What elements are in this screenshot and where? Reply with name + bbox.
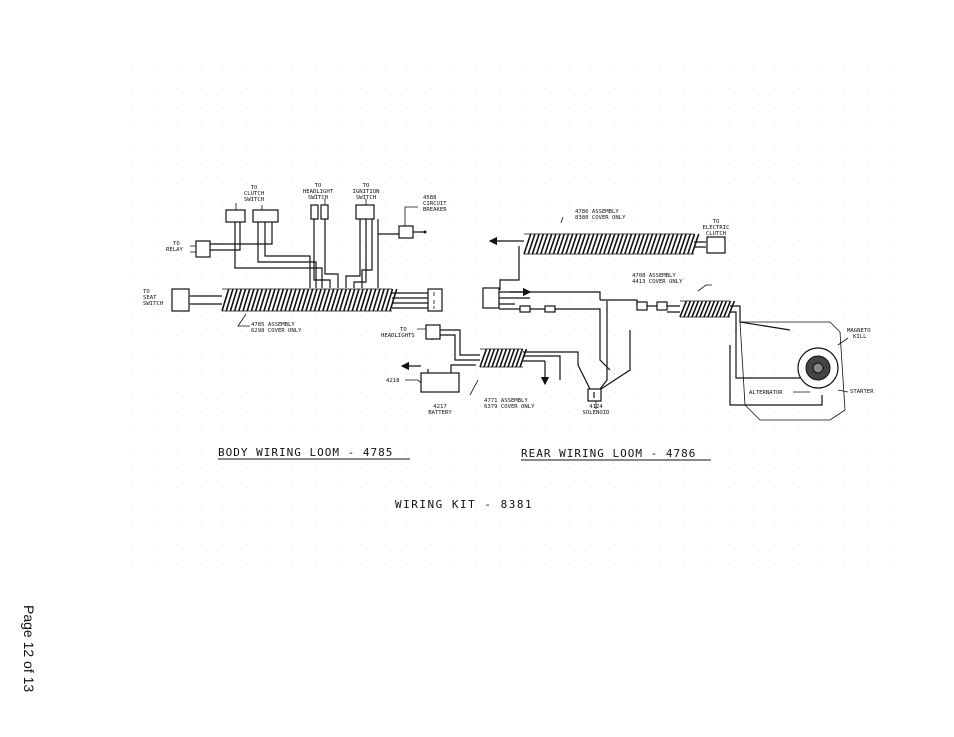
svg-text:HEADLIGHT: HEADLIGHT	[303, 189, 334, 195]
svg-text:SWITCH: SWITCH	[143, 301, 163, 307]
svg-text:MAGNETO: MAGNETO	[847, 328, 871, 334]
svg-text:IGNITION: IGNITION	[353, 189, 380, 195]
svg-text:TO: TO	[143, 289, 150, 295]
wiring-kit-title: WIRING KIT - 8381	[395, 498, 533, 511]
electric-clutch-connector	[706, 236, 726, 254]
svg-text:4217: 4217	[433, 404, 446, 410]
body-loom	[171, 199, 443, 312]
svg-text:HEADLIGHTS: HEADLIGHTS	[381, 333, 415, 339]
svg-text:6379 COVER ONLY: 6379 COVER ONLY	[484, 404, 535, 410]
svg-text:CLUTCH: CLUTCH	[244, 191, 264, 197]
svg-text:RELAY: RELAY	[166, 247, 183, 253]
svg-text:TO: TO	[315, 183, 322, 189]
svg-text:8380 COVER ONLY: 8380 COVER ONLY	[575, 215, 626, 221]
label-circuit-breaker: 4588 CIRCUIT BREAKER	[423, 195, 447, 213]
svg-text:TO: TO	[173, 241, 180, 247]
svg-text:SOLENOID: SOLENOID	[583, 410, 611, 416]
svg-text:TO: TO	[363, 183, 370, 189]
svg-text:BREAKER: BREAKER	[423, 207, 447, 213]
svg-text:6298 COVER ONLY: 6298 COVER ONLY	[251, 328, 302, 334]
svg-text:SEAT: SEAT	[143, 295, 157, 301]
loom-coil-4708	[679, 300, 736, 318]
body-loom-title: BODY WIRING LOOM - 4785	[218, 446, 393, 459]
svg-text:4786 ASSEMBLY: 4786 ASSEMBLY	[575, 209, 619, 215]
label-to-ignition-switch: TO IGNITION SWITCH	[353, 183, 380, 201]
svg-text:SWITCH: SWITCH	[244, 197, 264, 203]
svg-text:4588: 4588	[423, 195, 437, 201]
label-solenoid: 4124 SOLENOID	[583, 404, 611, 416]
svg-text:SWITCH: SWITCH	[356, 195, 376, 201]
loom-coil-4785	[221, 288, 398, 312]
headlights-connector	[425, 324, 441, 340]
label-assembly-4771: 4771 ASSEMBLY 6379 COVER ONLY	[484, 398, 535, 410]
label-to-clutch-switch: TO CLUTCH SWITCH	[244, 185, 264, 203]
svg-text:SWITCH: SWITCH	[308, 195, 328, 201]
svg-text:4124: 4124	[589, 404, 603, 410]
label-assembly-4786: 4786 ASSEMBLY 8380 COVER ONLY	[575, 209, 626, 221]
svg-text:KILL: KILL	[853, 334, 867, 340]
label-to-relay: TO RELAY	[166, 241, 183, 253]
loom-end-connector	[427, 288, 443, 312]
label-to-electric-clutch: TO ELECTRIC CLUTCH	[703, 219, 730, 237]
label-part-4218: 4218	[386, 378, 400, 384]
svg-text:4708 ASSEMBLY: 4708 ASSEMBLY	[632, 273, 676, 279]
label-magneto-kill: MAGNETO KILL	[847, 328, 871, 340]
loom-coil-4786	[523, 233, 700, 255]
svg-text:CIRCUIT: CIRCUIT	[423, 201, 447, 207]
label-to-headlights: TO HEADLIGHTS	[381, 327, 415, 339]
label-to-seat-switch: TO SEAT SWITCH	[143, 289, 163, 307]
label-alternator: ALTERNATOR	[749, 390, 783, 396]
label-starter: STARTER	[850, 389, 874, 395]
page-number-label: Page 12 of 13	[21, 605, 37, 693]
svg-text:CLUTCH: CLUTCH	[706, 231, 726, 237]
ignition-switch-connector	[355, 204, 375, 220]
svg-text:BATTERY: BATTERY	[428, 410, 452, 416]
svg-text:ELECTRIC: ELECTRIC	[703, 225, 730, 231]
label-assembly-4785: 4785 ASSEMBLY 6298 COVER ONLY	[251, 322, 302, 334]
svg-text:TO: TO	[251, 185, 258, 191]
seat-switch-connector	[171, 288, 190, 312]
label-battery: 4217 BATTERY	[428, 404, 452, 416]
label-assembly-4708: 4708 ASSEMBLY 4413 COVER ONLY	[632, 273, 683, 285]
svg-text:TO: TO	[713, 219, 720, 225]
svg-text:TO: TO	[400, 327, 407, 333]
svg-text:4785 ASSEMBLY: 4785 ASSEMBLY	[251, 322, 295, 328]
scan-speckle	[120, 60, 892, 582]
svg-text:4413 COVER ONLY: 4413 COVER ONLY	[632, 279, 683, 285]
label-to-headlight-switch: TO HEADLIGHT SWITCH	[303, 183, 334, 201]
rear-loom-title: REAR WIRING LOOM - 4786	[521, 447, 696, 460]
svg-text:4771 ASSEMBLY: 4771 ASSEMBLY	[484, 398, 528, 404]
relay-connector	[195, 240, 211, 258]
